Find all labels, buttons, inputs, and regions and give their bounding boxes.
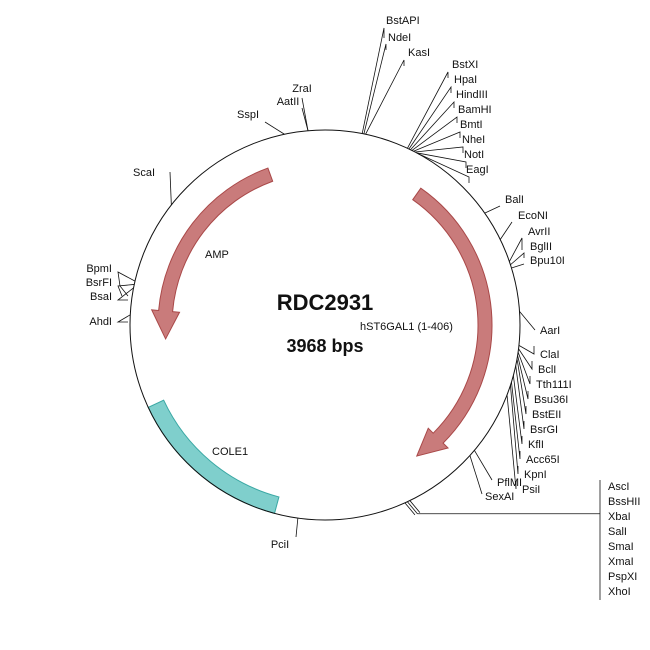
feature-layer: hST6GAL1 (1-406) AMP COLE1 [147, 167, 493, 514]
feature-label-amp: AMP [205, 249, 229, 261]
site-leader-bstapi [361, 27, 385, 134]
site-leader-ndei [363, 43, 387, 135]
site-leader-bpmi [117, 271, 136, 297]
site-leader-bsai [116, 287, 134, 301]
site-label-acc65i: Acc65I [526, 454, 560, 466]
site-label-bsu36i: Bsu36I [534, 394, 568, 406]
site-leader-ahdi [116, 314, 131, 323]
site-leader-psii [506, 394, 517, 490]
site-label-kasi: KasI [408, 47, 430, 59]
site-group-label-asci: AscI [608, 481, 629, 493]
site-label-pcii: PciI [271, 539, 289, 551]
site-group-label-xbai: XbaI [608, 511, 631, 523]
site-group-label-smai: SmaI [608, 541, 634, 553]
site-leader-bpu10i [511, 263, 525, 269]
site-label-zrai: ZraI [292, 83, 312, 95]
site-label-hindiii: HindIII [456, 89, 488, 101]
site-label-noti: NotI [464, 149, 484, 161]
site-label-pflmi: PflMI [497, 477, 522, 489]
site-group-tick [407, 501, 418, 514]
site-label-sspi: SspI [237, 109, 259, 121]
plasmid-size: 3968 bps [286, 336, 363, 356]
feature-label-hst6gal1-1-406: hST6GAL1 (1-406) [360, 321, 453, 333]
site-label-nhei: NheI [462, 134, 485, 146]
site-label-bsrgi: BsrGI [530, 424, 558, 436]
site-label-econi: EcoNI [518, 210, 548, 222]
site-label-hpai: HpaI [454, 74, 477, 86]
plasmid-backbone [129, 129, 521, 521]
site-label-bali: BalI [505, 194, 524, 206]
site-group-label-xhoi: XhoI [608, 586, 631, 598]
site-label-aari: AarI [540, 325, 560, 337]
site-leader-aari [519, 311, 536, 331]
feature-label-cole1: COLE1 [212, 446, 248, 458]
site-leader-bali [484, 205, 501, 214]
site-leader-bsteii [516, 358, 527, 415]
site-leader-clai [518, 345, 535, 355]
site-group-tick [404, 502, 416, 516]
site-label-bsteii: BstEII [532, 409, 561, 421]
site-group-tick [409, 500, 421, 513]
site-leader-kfli [512, 375, 523, 445]
site-label-eagi: EagI [466, 164, 489, 176]
site-leader-tth111i [517, 351, 531, 385]
site-leader-scai [169, 171, 172, 205]
site-group-label-bsshii: BssHII [608, 496, 640, 508]
site-label-tth111i: Tth111I [536, 379, 572, 391]
site-leader-pflmi [474, 450, 493, 481]
site-leader-bsu36i [517, 355, 529, 400]
site-label-avrii: AvrII [528, 226, 550, 238]
site-label-bsrfi: BsrFI [86, 277, 112, 289]
site-leader-bsrgi [515, 365, 525, 430]
site-label-ahdi: AhdI [89, 316, 112, 328]
site-label-clai: ClaI [540, 349, 560, 361]
site-leader-kpni [510, 385, 519, 475]
site-group-box: AscI BssHII XbaI SalI SmaI XmaI PspXI XhoI [404, 480, 640, 600]
feature-arrow-hst6gal1-1-406 [412, 187, 493, 457]
site-leader-bstxi [407, 71, 449, 149]
plasmid-name: RDC2931 [277, 290, 374, 315]
site-leader-bmti [413, 131, 461, 152]
site-leader-zrai [301, 97, 309, 131]
site-label-bstxi: BstXI [452, 59, 478, 71]
site-leader-sexai [469, 455, 483, 495]
site-leader-sspi [264, 121, 285, 135]
site-label-aatii: AatII [277, 96, 300, 108]
site-leader-bcli [518, 348, 533, 371]
site-label-psii: PsiI [522, 484, 540, 496]
site-label-bcli: BclI [538, 364, 556, 376]
site-leader-pcii [295, 518, 299, 538]
site-label-bstapi: BstAPI [386, 15, 420, 27]
site-label-kfli: KflI [528, 439, 544, 451]
site-leader-bsrfi [117, 284, 135, 297]
site-label-scai: ScaI [133, 167, 155, 179]
site-leader-acc65i [511, 381, 521, 460]
feature-arrow-amp [150, 167, 274, 341]
site-group-label-pspxi: PspXI [608, 571, 637, 583]
site-label-bmti: BmtI [460, 119, 483, 131]
site-label-bpmi: BpmI [86, 263, 112, 275]
site-leader-hpai [408, 85, 452, 150]
site-leader-noti [416, 152, 467, 168]
site-label-bsai: BsaI [90, 291, 112, 303]
site-leader-bamhi [411, 116, 458, 151]
site-leader-bglii [510, 252, 525, 266]
site-group-label-xmai: XmaI [608, 556, 634, 568]
site-leader-avrii [509, 237, 523, 262]
site-leader-nhei [414, 146, 464, 153]
site-leader-aatii [301, 107, 309, 131]
site-label-bamhi: BamHI [458, 104, 492, 116]
site-label-kpni: KpnI [524, 469, 547, 481]
site-label-bglii: BglII [530, 241, 552, 253]
site-group-label-sali: SalI [608, 526, 627, 538]
site-label-bpu10i: Bpu10I [530, 255, 565, 267]
site-label-ndei: NdeI [388, 32, 411, 44]
site-leader-kasi [365, 59, 405, 135]
site-label-sexai: SexAI [485, 491, 514, 503]
site-leader-eagi [417, 153, 470, 183]
site-leader-hindiii [410, 100, 455, 151]
site-leader-econi [499, 221, 513, 240]
